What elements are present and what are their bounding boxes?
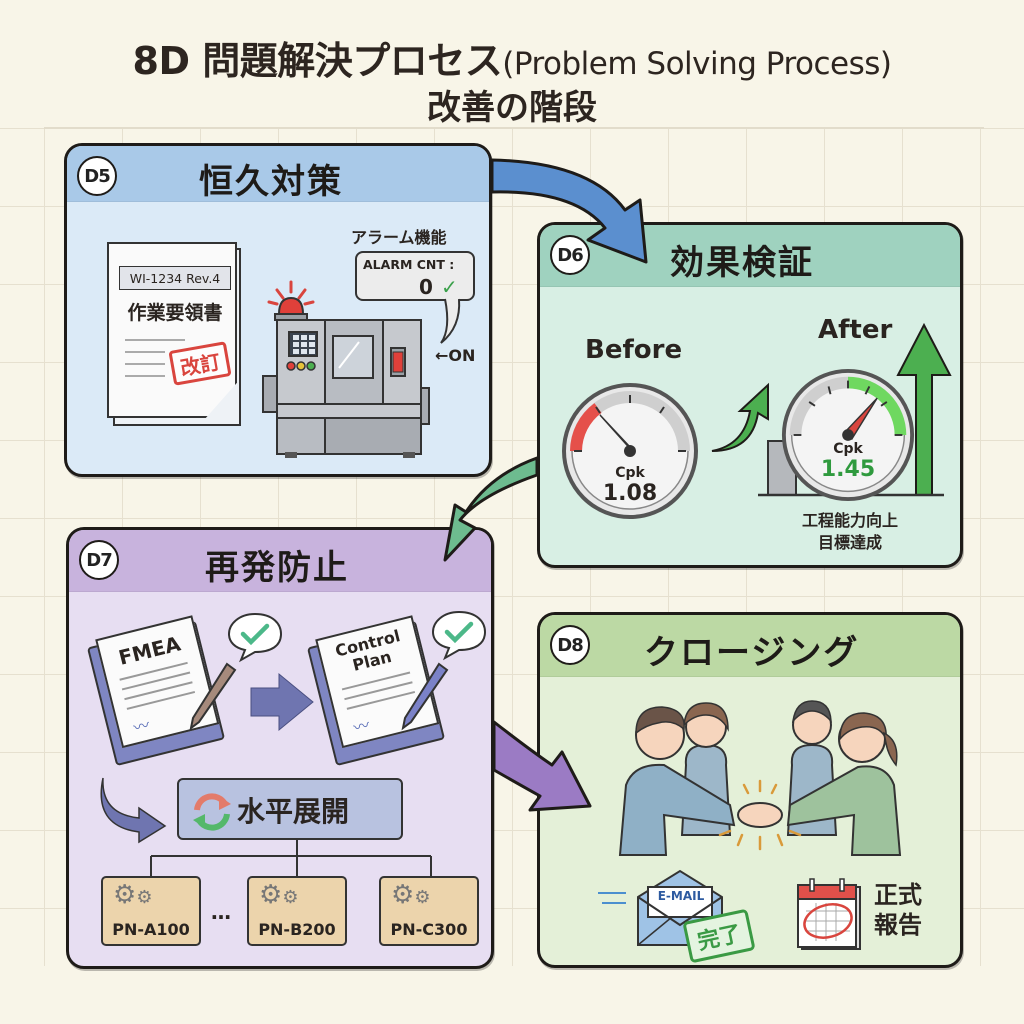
after-value: 1.45 bbox=[820, 457, 876, 482]
result-line-1: 工程能力向上 bbox=[801, 511, 898, 530]
checkmark-icon: ✓ bbox=[441, 275, 458, 299]
card-title: クロージング bbox=[644, 633, 860, 673]
card-title: 恒久対策 bbox=[199, 162, 343, 202]
document-name: 作業要領書 bbox=[127, 302, 223, 324]
calendar-icon bbox=[797, 878, 861, 950]
part-number: PN-C300 bbox=[390, 920, 468, 939]
title-english: (Problem Solving Process) bbox=[502, 46, 892, 82]
step-badge: D6 bbox=[550, 235, 590, 275]
step-badge: D5 bbox=[77, 156, 117, 196]
part-box-pn-c300: ⚙⚙ PN-C300 bbox=[379, 876, 479, 946]
alarm-counter-bubble: ALARM CNT : 0 ✓ bbox=[355, 251, 475, 301]
alarm-counter-label: ALARM CNT : bbox=[363, 257, 455, 272]
work-instruction-document: WI-1234 Rev.4 作業要領書 改訂 bbox=[107, 242, 241, 426]
before-value: 1.08 bbox=[602, 481, 658, 506]
step-card-d8: D8 クロージング E-MAIL 完了 bbox=[537, 612, 963, 968]
switch-on-label: ←ON bbox=[435, 346, 476, 365]
card-header-band bbox=[540, 615, 960, 677]
pen-icon bbox=[189, 662, 237, 731]
formal-report-line1: 正式 bbox=[874, 881, 922, 909]
card-header-band bbox=[69, 530, 491, 592]
after-metric-label: Cpk bbox=[833, 441, 863, 457]
part-number: PN-B200 bbox=[258, 920, 336, 939]
formal-report-line2: 報告 bbox=[874, 911, 922, 939]
horizontal-deployment-box: 水平展開 bbox=[177, 778, 403, 840]
step-badge: D8 bbox=[550, 625, 590, 665]
pen-icon bbox=[401, 662, 449, 731]
card-title: 再発防止 bbox=[205, 548, 349, 588]
alarm-counter-value: 0 bbox=[419, 275, 433, 299]
next-arrow-icon bbox=[250, 672, 314, 732]
card-title: 効果検証 bbox=[670, 243, 814, 283]
card-header-band bbox=[67, 146, 489, 202]
gears-icon: ⚙⚙ bbox=[259, 880, 299, 910]
page-subtitle: 改善の階段 bbox=[427, 88, 597, 128]
before-gauge bbox=[562, 383, 698, 519]
result-line-2: 目標達成 bbox=[817, 533, 882, 552]
step-badge: D7 bbox=[79, 540, 119, 580]
after-gauge bbox=[781, 368, 915, 502]
step-card-d7: D7 再発防止 FMEA 〰 Control Plan 〰 bbox=[66, 527, 494, 969]
header-divider bbox=[44, 127, 984, 129]
alarm-function-label: アラーム機能 bbox=[351, 228, 447, 247]
before-metric-label: Cpk bbox=[615, 465, 645, 481]
email-label: E-MAIL bbox=[657, 889, 705, 903]
speech-tail bbox=[440, 298, 461, 344]
check-bubble-icon bbox=[227, 612, 283, 663]
part-box-pn-b200: ⚙⚙ PN-B200 bbox=[247, 876, 347, 946]
page-title: 8D 問題解決プロセス(Problem Solving Process) bbox=[0, 30, 1024, 85]
gears-icon: ⚙⚙ bbox=[391, 880, 431, 910]
team-handshake-illustration bbox=[618, 700, 902, 856]
after-label: After bbox=[818, 315, 893, 345]
horizontal-deployment-label: 水平展開 bbox=[237, 795, 350, 828]
part-number: PN-A100 bbox=[112, 920, 190, 939]
step-card-d6: D6 効果検証 Before Cpk 1.08 After Cpk 1.45 工… bbox=[537, 222, 963, 568]
deployment-tree-lines bbox=[150, 840, 432, 878]
improvement-arrow-icon bbox=[711, 382, 769, 452]
title-japanese: 8D 問題解決プロセス bbox=[132, 39, 503, 83]
step-card-d5: D5 恒久対策 WI-1234 Rev.4 作業要領書 改訂 アラーム機能 AL… bbox=[64, 143, 492, 477]
document-code: WI-1234 Rev.4 bbox=[119, 266, 231, 290]
part-box-pn-a100: ⚙⚙ PN-A100 bbox=[101, 876, 201, 946]
ellipsis: … bbox=[211, 900, 231, 924]
before-label: Before bbox=[585, 335, 683, 365]
refresh-cycle-icon bbox=[193, 793, 231, 831]
check-bubble-icon bbox=[431, 610, 487, 661]
gears-icon: ⚙⚙ bbox=[113, 880, 153, 910]
curved-arrow-icon bbox=[100, 777, 167, 844]
cnc-machine-icon bbox=[262, 280, 430, 458]
